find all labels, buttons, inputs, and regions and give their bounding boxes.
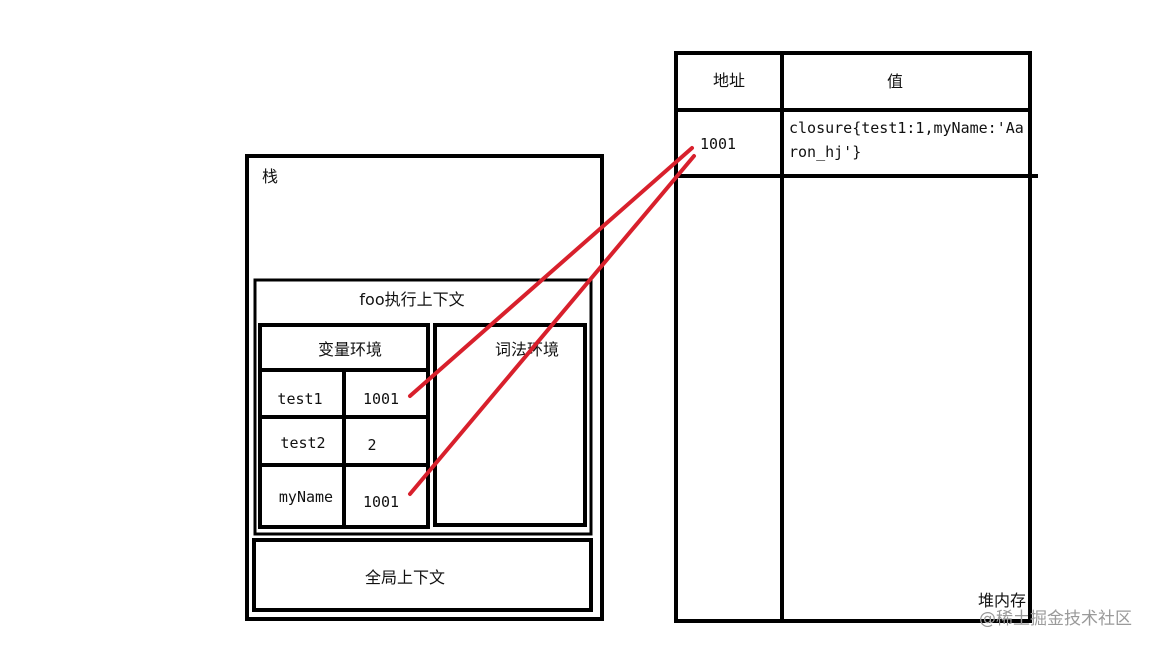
lexical-env-box [433, 323, 587, 527]
variable-environment: 变量环境 test1 1001 test2 2 myName 1001 [258, 323, 430, 529]
foo-execution-context: foo执行上下文 变量环境 test1 1001 test2 2 my [253, 278, 593, 536]
heap-header-value: 值 [887, 72, 903, 91]
var-value-test2: 2 [367, 436, 376, 454]
table-row: 1001 closure{test1:1,myName:'Aa ron_hj'} [700, 119, 1024, 161]
var-name-test1: test1 [277, 390, 322, 408]
lexical-env-title: 词法环境 [495, 340, 559, 359]
heap-panel: 地址 值 1001 closure{test1:1,myName:'Aa ron… [674, 51, 1038, 623]
watermark-text: @稀土掘金技术社区 [979, 609, 1132, 629]
foo-context-box [253, 278, 593, 536]
heap-title: 堆内存 [978, 591, 1026, 610]
table-row: myName 1001 [279, 488, 399, 511]
heap-address-1001: 1001 [700, 135, 736, 153]
heap-header-address: 地址 [713, 71, 745, 90]
var-name-myname: myName [279, 488, 333, 506]
stack-panel: 栈 foo执行上下文 变量环境 test1 1001 test2 2 [245, 154, 604, 621]
pointer-line-myname [408, 154, 696, 496]
var-value-myname: 1001 [363, 493, 399, 511]
pointer-lines [408, 146, 696, 496]
pointer-line-test1 [408, 146, 694, 398]
heap-value-line-2: ron_hj'} [789, 143, 861, 161]
global-context-box [252, 538, 593, 612]
global-context-title: 全局上下文 [365, 568, 445, 587]
foo-context-title: foo执行上下文 [359, 290, 464, 309]
var-name-test2: test2 [280, 434, 325, 452]
lexical-environment: 词法环境 [433, 323, 587, 527]
variable-env-title: 变量环境 [318, 340, 382, 359]
table-row: test2 2 [280, 434, 376, 454]
stack-title: 栈 [262, 167, 278, 186]
table-row: test1 1001 [277, 390, 399, 408]
heap-outer-box [674, 51, 1032, 623]
stack-outer-box [245, 154, 604, 621]
heap-value-line-1: closure{test1:1,myName:'Aa [789, 119, 1024, 137]
var-value-test1: 1001 [363, 390, 399, 408]
global-context: 全局上下文 [252, 538, 593, 612]
